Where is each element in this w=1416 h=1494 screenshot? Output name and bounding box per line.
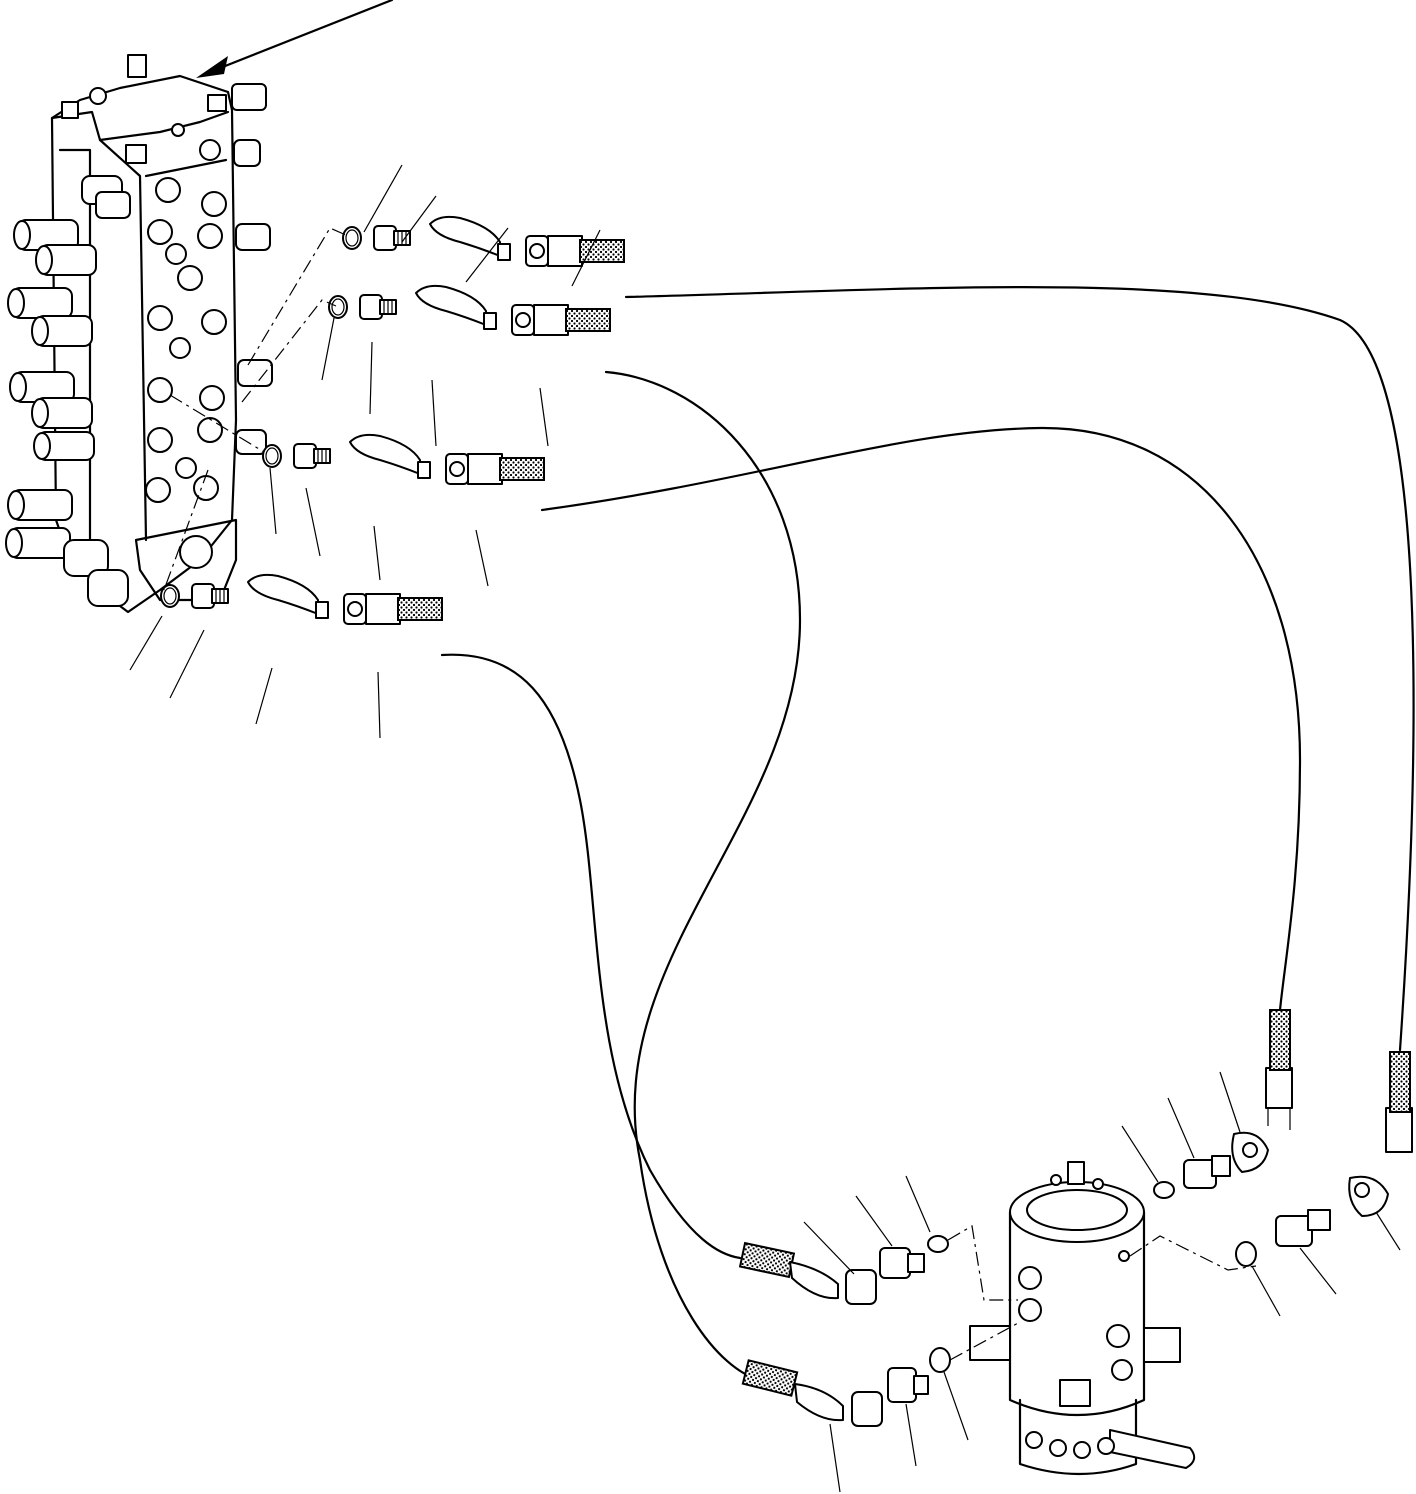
- centerline: [169, 394, 265, 453]
- valve-ports: [145, 139, 227, 503]
- pointer-arrow: [196, 0, 394, 78]
- hoses: [440, 286, 1415, 1382]
- valve-fittings: [160, 215, 625, 625]
- control-valve: [5, 54, 273, 614]
- centerline: [163, 469, 209, 591]
- swivel-fittings: [738, 1009, 1413, 1427]
- centerline: [241, 299, 337, 403]
- centerline: [247, 227, 349, 366]
- leader-lines: [129, 164, 1401, 1493]
- swivel-joint: [969, 1161, 1196, 1476]
- valve-spools: [5, 175, 131, 607]
